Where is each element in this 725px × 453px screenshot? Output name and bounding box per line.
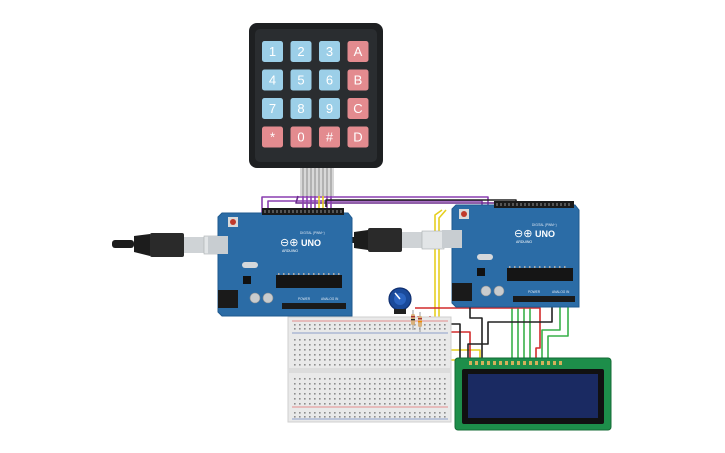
breadboard-holes [294, 324, 446, 418]
keypad-key-label: 5 [297, 73, 304, 88]
arduino-logo-icon: ⊖⊕ [514, 228, 532, 240]
keypad-keys: 1 2 3 A 4 5 6 B 7 8 9 C * 0 # D [262, 41, 369, 148]
keypad-key-label: 8 [297, 101, 304, 116]
keypad-key-label: 6 [326, 73, 333, 88]
svg-text:DIGITAL (PWM~): DIGITAL (PWM~) [532, 223, 557, 227]
svg-text:ANALOG IN: ANALOG IN [321, 297, 339, 301]
keypad-key[interactable] [262, 41, 283, 62]
svg-text:POWER: POWER [298, 297, 311, 301]
keypad[interactable]: 1 2 3 A 4 5 6 B 7 8 9 C * 0 # D [249, 23, 383, 196]
reset-button[interactable] [461, 211, 467, 217]
power-jack [218, 290, 238, 308]
board-model-label: UNO [301, 238, 321, 248]
wire-green [541, 306, 561, 362]
keypad-key[interactable] [290, 126, 312, 148]
keypad-key-label: 1 [269, 44, 276, 59]
keypad-key-label: 0 [297, 130, 304, 145]
wire-black [469, 306, 483, 362]
keypad-key[interactable] [290, 69, 312, 91]
keypad-key[interactable] [290, 41, 312, 62]
keypad-key-label: 4 [269, 73, 276, 88]
atmega-chip [507, 268, 573, 281]
lcd-16x2[interactable] [454, 357, 612, 431]
keypad-key[interactable] [262, 126, 283, 148]
keypad-key-label: C [353, 101, 362, 116]
keypad-key[interactable] [262, 69, 283, 91]
potentiometer-knob-indicator-icon [394, 292, 401, 300]
keypad-ribbon-cable [300, 168, 334, 196]
keypad-key[interactable] [347, 98, 369, 119]
svg-text:DIGITAL (PWM~): DIGITAL (PWM~) [300, 231, 325, 235]
svg-text:POWER: POWER [528, 290, 541, 294]
breadboard[interactable] [287, 316, 452, 423]
arduino-uno-right[interactable]: ⊖⊕ UNO ARDUINO DIGITAL (PWM~) POWER ANAL… [442, 201, 580, 308]
lcd-header-pins [469, 361, 562, 365]
keypad-key-label: D [353, 130, 362, 145]
usb-cable-right [346, 228, 445, 252]
keypad-key-label: 2 [297, 44, 304, 59]
arduino-logo-icon: ⊖⊕ [280, 237, 298, 249]
keypad-key[interactable] [290, 98, 312, 119]
resistor [418, 312, 422, 332]
keypad-key[interactable] [319, 98, 340, 119]
atmega-chip [276, 275, 342, 288]
digital-header [262, 208, 344, 215]
keypad-key-label: 3 [326, 44, 333, 59]
keypad-key[interactable] [262, 98, 283, 119]
arduino-uno-left[interactable]: ⊖⊕ UNO ARDUINO DIGITAL (PWM~) POWER ANAL… [208, 208, 353, 317]
resistor [411, 310, 415, 330]
keypad-key[interactable] [347, 41, 369, 62]
board-model-label: UNO [535, 229, 555, 239]
keypad-key[interactable] [347, 126, 369, 148]
power-analog-header [513, 296, 575, 302]
keypad-key-label: 9 [326, 101, 333, 116]
svg-text:ARDUINO: ARDUINO [282, 249, 298, 253]
svg-text:ANALOG IN: ANALOG IN [552, 290, 570, 294]
keypad-key[interactable] [347, 69, 369, 91]
potentiometer[interactable] [388, 287, 412, 314]
keypad-key-label: * [270, 130, 275, 145]
power-jack [452, 283, 472, 301]
keypad-key-label: A [354, 44, 363, 59]
wire-purple [267, 200, 483, 213]
wire-black [467, 306, 553, 362]
svg-text:ARDUINO: ARDUINO [516, 240, 532, 244]
wire-green [547, 306, 569, 362]
keypad-key[interactable] [319, 69, 340, 91]
keypad-key-label: 7 [269, 101, 276, 116]
reset-button[interactable] [230, 219, 236, 225]
keypad-key-label: # [326, 130, 334, 145]
keypad-key[interactable] [319, 41, 340, 62]
lcd-screen [468, 374, 598, 418]
wire-purple [261, 196, 489, 213]
wire-red [415, 307, 541, 362]
power-analog-header [282, 303, 346, 309]
keypad-key[interactable] [319, 126, 340, 148]
keypad-key-label: B [354, 73, 363, 88]
